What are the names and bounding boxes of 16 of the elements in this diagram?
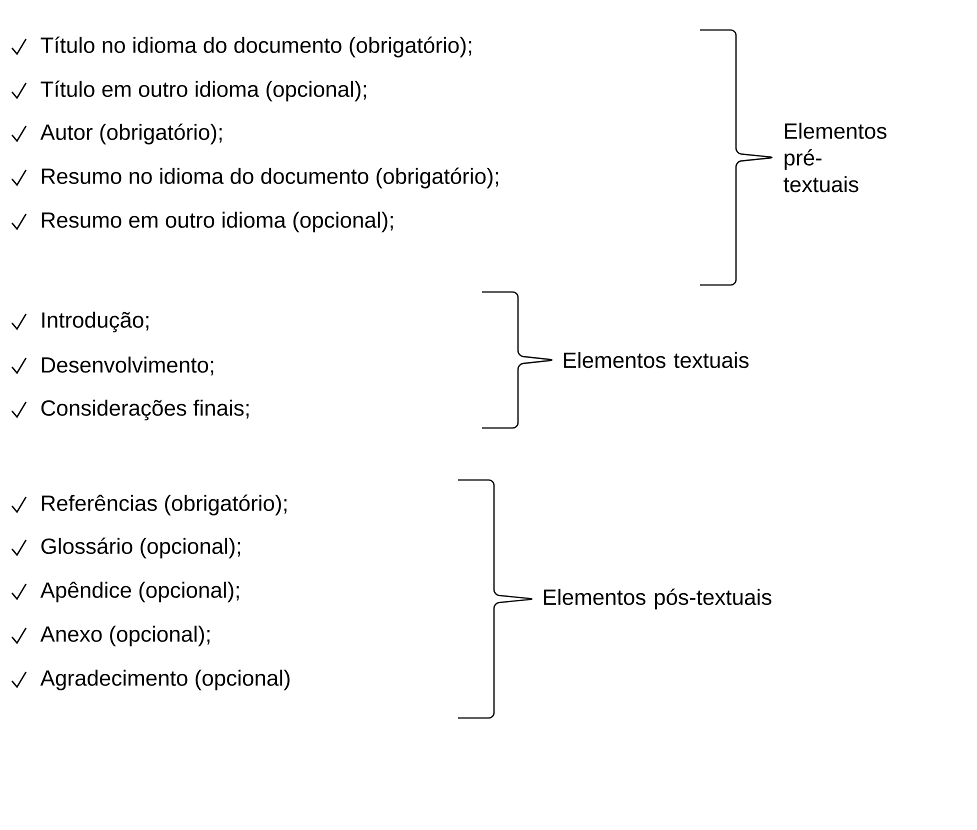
- group-label: Elementos pré-textuais: [784, 122, 886, 192]
- list-item: Desenvolvimento;: [42, 356, 214, 376]
- list-item: Anexo (opcional);: [40, 626, 210, 646]
- list-item: Título em outro idioma (opcional);: [40, 80, 366, 102]
- list-item: Título no idioma do documento (obrigatório);: [40, 36, 472, 58]
- list-item: Autor (obrigatório);: [40, 124, 222, 144]
- list-item: Apêndice (opcional);: [40, 582, 239, 602]
- list-item: Resumo em outro idioma (opcional);: [42, 212, 393, 232]
- list-item: Considerações finais;: [41, 400, 249, 420]
- list-item: Referências (obrigatório);: [42, 494, 286, 516]
- group-label: Elementos pós-textuais: [544, 588, 772, 610]
- group-label: Elementos textuais: [564, 352, 749, 368]
- list-item: Resumo no idioma do documento (obrigatório);: [42, 168, 498, 188]
- list-item: Glossário (opcional);: [41, 538, 240, 558]
- list-item: Introdução;: [42, 312, 148, 332]
- list-item: Agradecimento (opcional): [40, 670, 290, 690]
